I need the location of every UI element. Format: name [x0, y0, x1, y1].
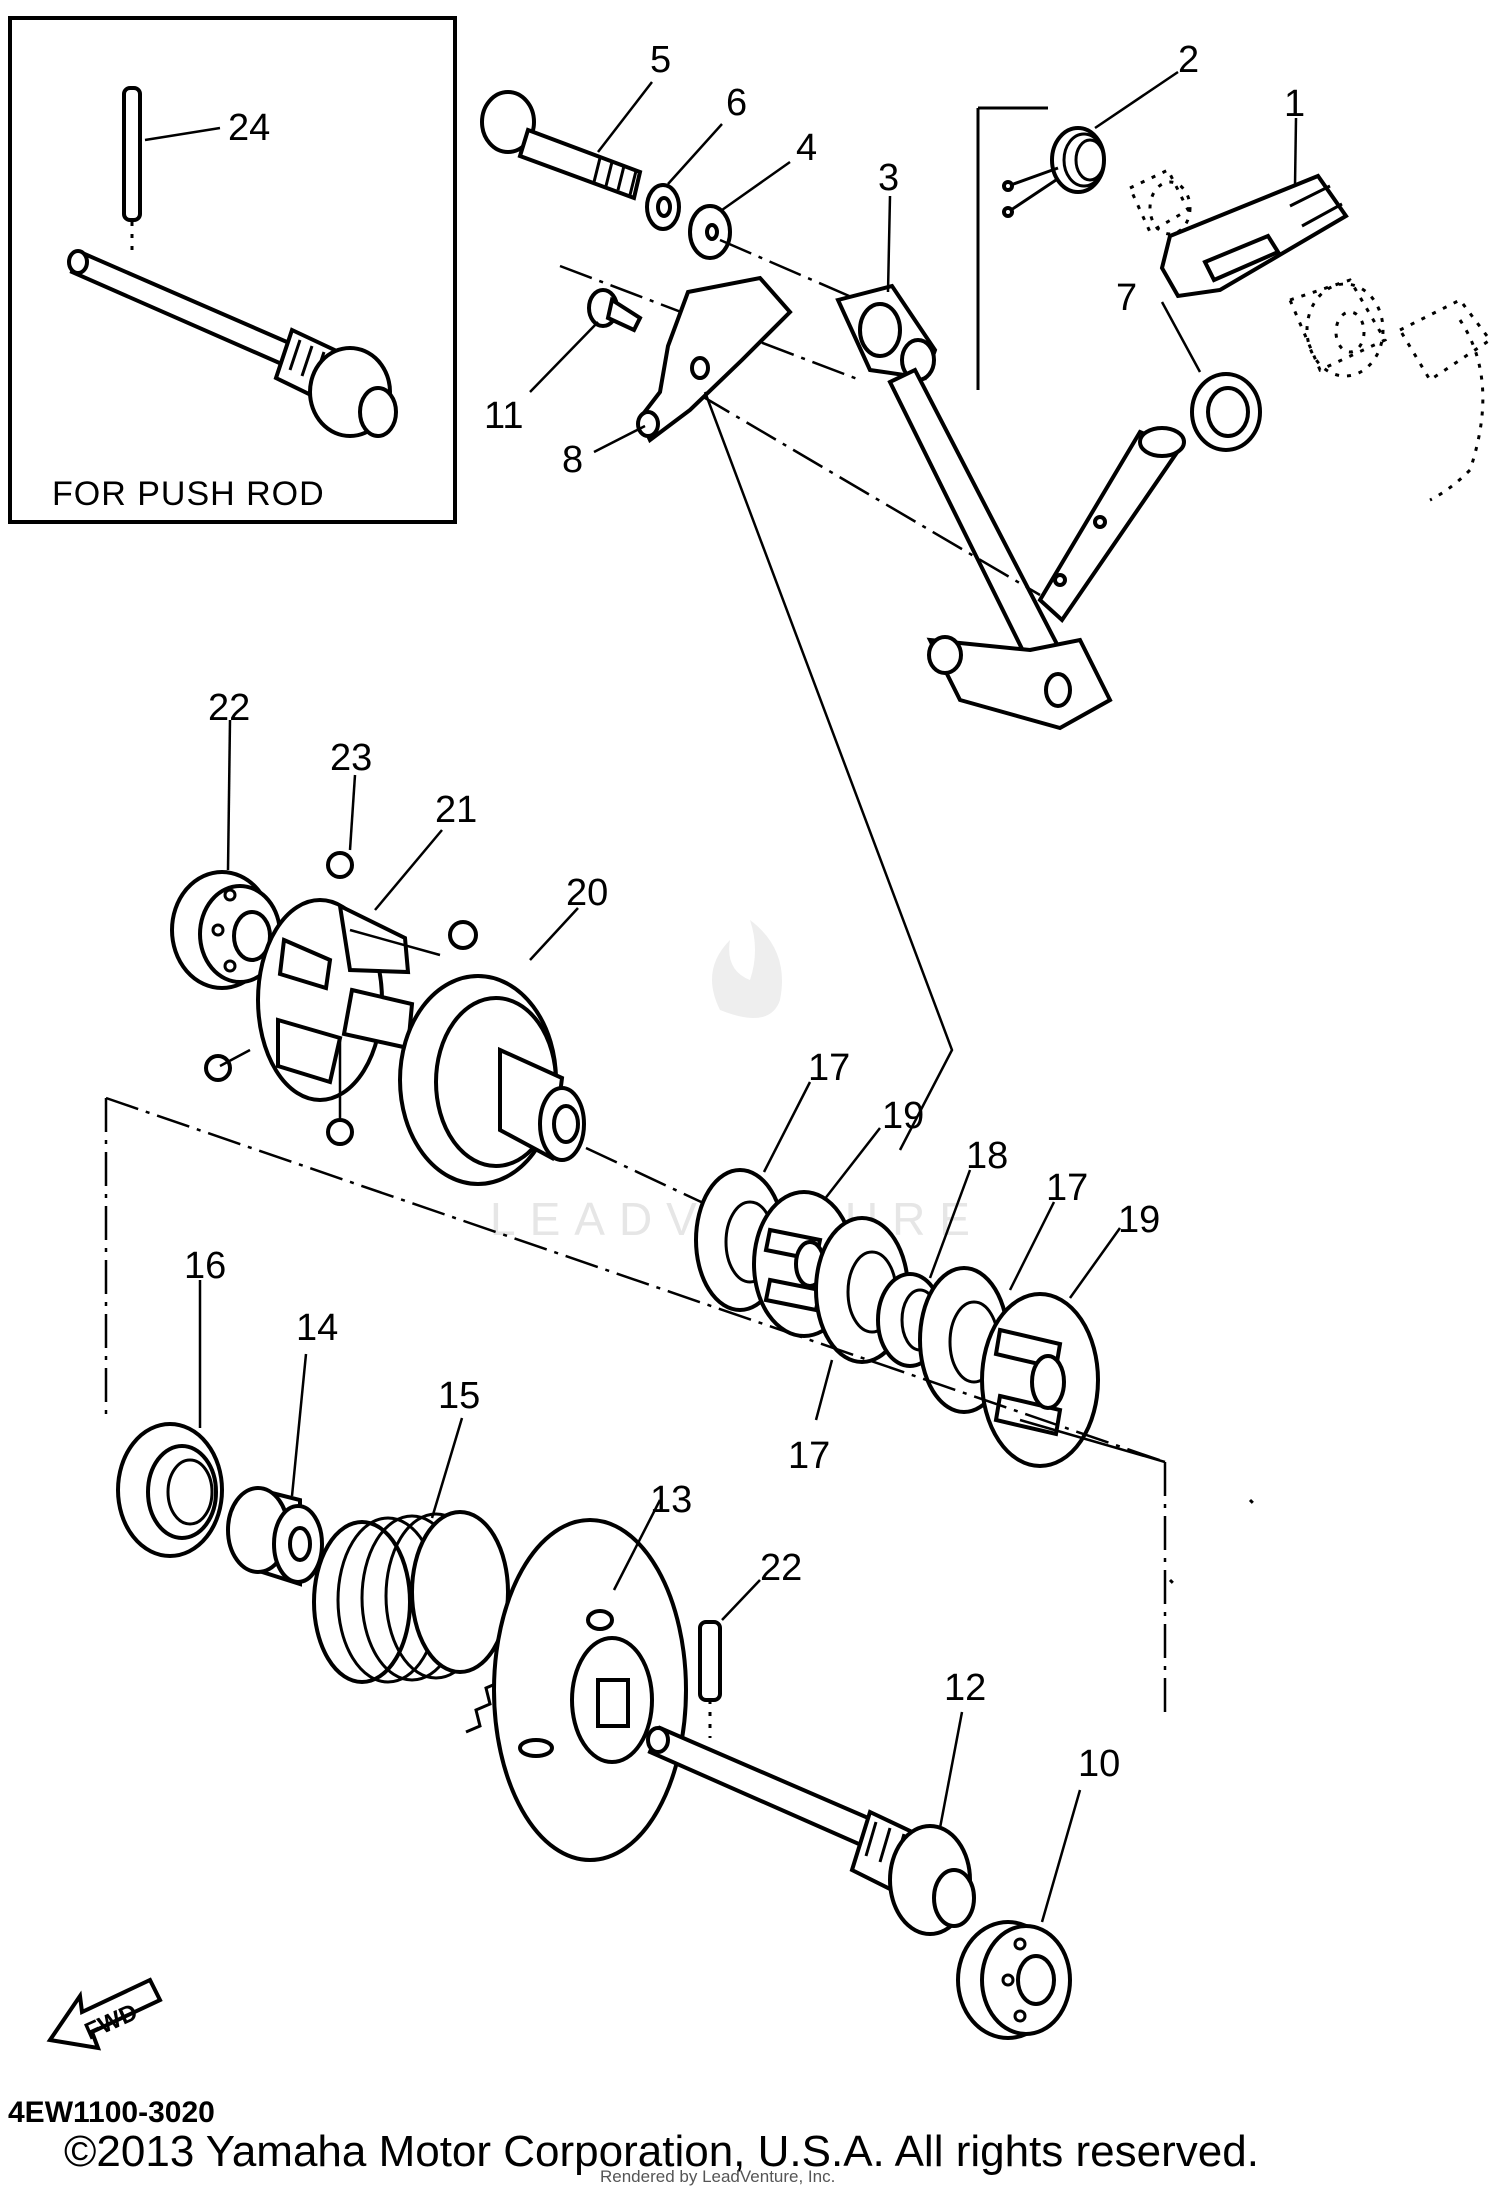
part-1-plate: [1159, 173, 1349, 299]
part-6-lock-washer: [645, 183, 681, 231]
callout-17-c: 17: [788, 1435, 830, 1477]
callout-3: 3: [878, 157, 899, 199]
part-23-pin: [698, 1620, 722, 1702]
part-4-washer: [688, 204, 732, 260]
callout-6: 6: [726, 82, 747, 124]
inset-push-rod: 24 FOR PUSH ROD: [8, 16, 457, 524]
engine-case-dotted: [1287, 278, 1493, 502]
callout-10: 10: [1078, 1743, 1120, 1785]
part-22-balls: [204, 851, 478, 1146]
callout-1: 1: [1284, 83, 1305, 125]
rendered-by-text: Rendered by LeadVenture, Inc.: [600, 2167, 835, 2186]
callout-14: 14: [296, 1307, 338, 1349]
callout-12: 12: [944, 1667, 986, 1709]
inset-label: FOR PUSH ROD: [52, 475, 325, 513]
part-21-ratchet-wheel: [256, 898, 415, 1102]
callout-9: 11: [484, 395, 523, 437]
callout-15: 15: [438, 1375, 480, 1417]
callout-17-a: 17: [808, 1047, 850, 1089]
spring-collar: [1128, 168, 1192, 236]
copyright-text: ©2013 Yamaha Motor Corporation, U.S.A. A…: [64, 2127, 1259, 2176]
part-13-gear: [465, 1518, 688, 1862]
part-16-oil-seal: [116, 1422, 224, 1558]
callout-8: 8: [562, 439, 583, 481]
inset-push-rod-shaft: [67, 249, 398, 438]
part-20-kick-gear: [398, 974, 586, 1186]
callout-22: 23: [330, 737, 372, 779]
part-14-collar: [226, 1486, 324, 1587]
part-19-plate-b: [980, 1292, 1100, 1468]
diagram-code: 4EW1100-3020: [8, 2096, 215, 2129]
part-10-bearing: [956, 1920, 1072, 2040]
callout-24: 24: [228, 107, 270, 149]
callout-17-b: 17: [1046, 1167, 1088, 1209]
callout-19-a: 19: [882, 1095, 924, 1137]
part-12-kick-shaft: [646, 1725, 976, 1936]
part-5-bolt: [480, 90, 643, 201]
callout-21: 21: [435, 789, 477, 831]
inset-frame: [8, 16, 457, 524]
callout-5: 5: [650, 39, 671, 81]
part-3-kick-lever: [835, 283, 1113, 731]
part-24-pin: [122, 86, 142, 222]
part-8-guide: [636, 275, 793, 444]
callout-13: 13: [650, 1479, 692, 1521]
callout-2: 2: [1178, 39, 1199, 81]
part-2-torsion-spring: [1002, 126, 1106, 218]
callout-7: 7: [1116, 277, 1137, 319]
fwd-arrow-icon: FWD: [46, 1977, 163, 2051]
callout-19-b: 19: [1118, 1199, 1160, 1241]
callout-23: 22: [760, 1547, 802, 1589]
part-9-screw: [587, 288, 643, 333]
callout-4: 4: [796, 127, 817, 169]
part-11-bearing: [170, 870, 282, 990]
callout-16: 16: [184, 1245, 226, 1287]
callout-11: 22: [208, 687, 250, 729]
part-7-oil-seal: [1190, 372, 1262, 452]
callout-20: 20: [566, 872, 608, 914]
callout-18: 18: [966, 1135, 1008, 1177]
part-15-spring: [312, 1510, 510, 1684]
kick-shaft: [1037, 426, 1186, 624]
